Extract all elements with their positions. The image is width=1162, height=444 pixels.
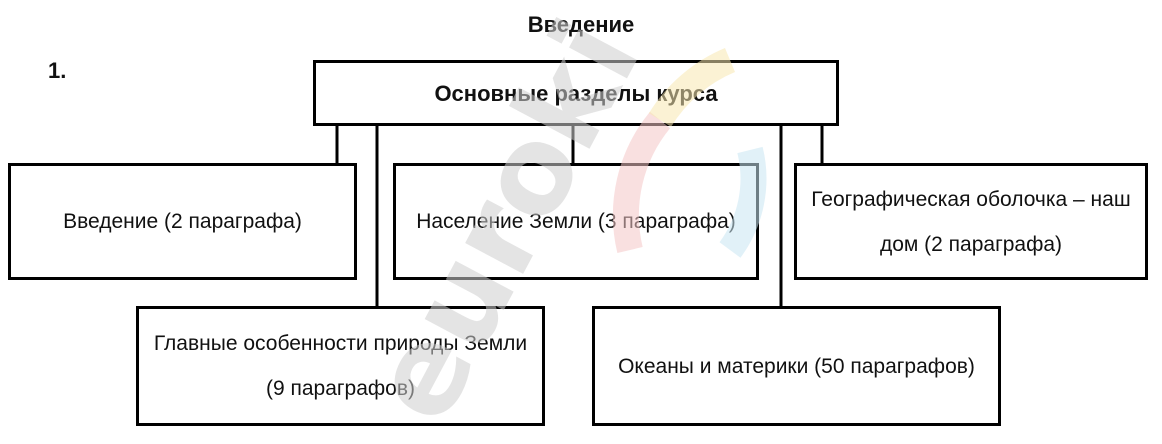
task-number: 1. [48, 58, 67, 83]
section-box-oceans-continents: Океаны и материки (50 параграфов) [592, 306, 1001, 426]
root-label: Основные разделы курса [434, 80, 718, 106]
root-box: Основные разделы курса [313, 60, 839, 126]
section-label: Океаны и материки (50 параграфов) [618, 354, 975, 378]
section-box-intro: Введение (2 параграфа) [8, 163, 357, 280]
section-label: Население Земли (3 параграфа) [416, 210, 736, 233]
section-label: Географическая оболочка – наш дом (2 пар… [811, 187, 1131, 256]
section-box-nature-features: Главные особенности природы Земли (9 пар… [136, 306, 545, 426]
section-box-population: Население Земли (3 параграфа) [393, 163, 759, 280]
section-label: Введение (2 параграфа) [63, 210, 302, 233]
section-box-geographic-shell: Географическая оболочка – наш дом (2 пар… [794, 163, 1148, 280]
section-label: Главные особенности природы Земли (9 пар… [153, 332, 528, 400]
page-title: Введение [527, 12, 635, 37]
